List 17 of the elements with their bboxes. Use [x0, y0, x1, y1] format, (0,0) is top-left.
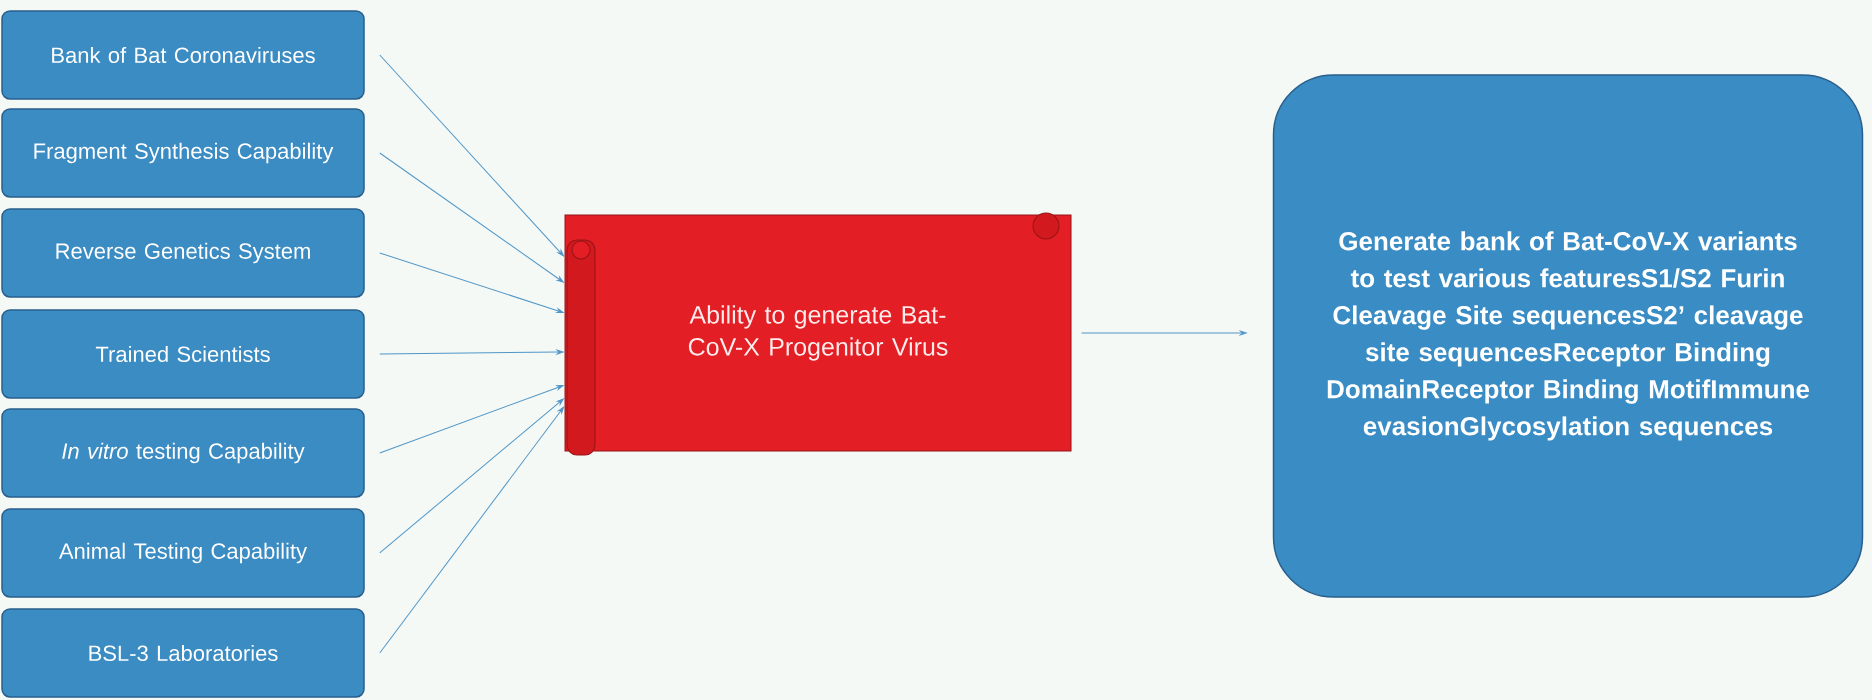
capability-box: Reverse Genetics System	[1, 208, 365, 298]
arrow	[379, 152, 564, 283]
arrow	[1081, 330, 1247, 336]
capability-box: Bank of Bat Coronaviruses	[1, 10, 365, 100]
arrow	[379, 54, 564, 257]
arrow	[379, 385, 564, 454]
arrow	[379, 406, 565, 654]
goal-box: Generate bank of Bat-CoV-X variants to test various featuresS1/S2 Furin Cleavage Site sequencesS2’ cleavage site sequencesReceptor Binding DomainReceptor Binding MotifImmune evasionGlycosylation sequences	[1272, 74, 1864, 598]
arrow	[379, 349, 564, 355]
capability-box: Animal Testing Capability	[1, 508, 365, 598]
arrow	[379, 398, 564, 554]
capability-box: BSL-3 Laboratories	[1, 608, 365, 698]
arrow	[379, 252, 564, 314]
scroll-banner: Ability to generate Bat-CoV-X Progenitor Virus	[564, 214, 1072, 452]
capability-box: Trained Scientists	[1, 309, 365, 399]
capability-box: In vitro testing Capability	[1, 408, 365, 498]
capability-box: Fragment Synthesis Capability	[1, 108, 365, 198]
